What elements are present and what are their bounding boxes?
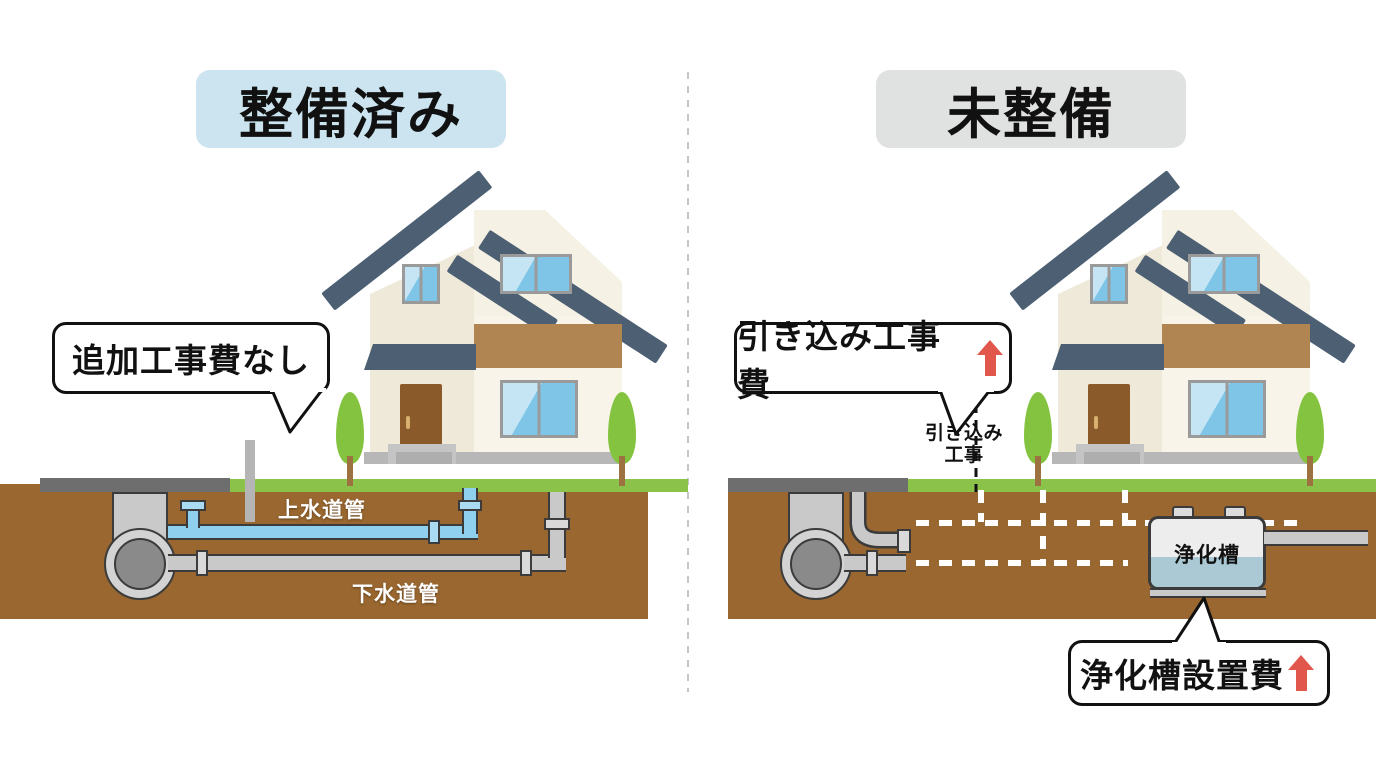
window-upper-right: [500, 254, 572, 294]
sewer-riser-collar: [544, 518, 570, 530]
callout-connection-cost-text: 引き込み工事費: [737, 317, 941, 404]
road-surface-right: [728, 478, 908, 492]
balcony-band: [1162, 324, 1310, 368]
tree-right-2: [1296, 392, 1324, 486]
entry-steps-lower: [396, 452, 452, 464]
mini-label-line1: 引き込み: [924, 422, 1003, 444]
callout-tail-left: [270, 388, 326, 434]
sewer-pipe-collar-1: [196, 550, 208, 576]
callout-connection-cost: 引き込み工事費: [734, 317, 1012, 404]
dashed-riser-2: [1040, 490, 1046, 566]
tree-right-1: [1024, 392, 1052, 486]
callout-septic-install-cost-text: 浄化槽設置費: [1080, 656, 1284, 695]
tree-left-1: [336, 392, 364, 486]
manhole-cover-right: [790, 538, 842, 590]
arrow-up-red-icon-2: [1288, 655, 1314, 691]
header-badge-developed: 整備済み: [196, 70, 506, 148]
septic-tank-label: 浄化槽: [1174, 543, 1240, 567]
water-riser-left: [462, 488, 478, 534]
label-sewer-pipe: 下水道管: [352, 582, 440, 606]
manhole-cover-left: [114, 538, 166, 590]
water-stub-collar: [180, 500, 206, 511]
callout-no-extra-cost: 追加工事費なし: [52, 322, 330, 394]
window-lower-right: [1188, 380, 1266, 438]
water-pipe-collar-1: [428, 520, 440, 544]
arrow-up-red-icon: [977, 340, 1003, 376]
window-lower-right: [500, 380, 578, 438]
panel-developed: 上水道管 下水道管 追加工事費なし: [0, 170, 688, 619]
dashed-lower-return: [916, 560, 1044, 566]
water-stub-curve-right: [849, 492, 911, 553]
window-upper-left: [402, 264, 440, 304]
septic-nozzle-2: [1224, 506, 1246, 516]
water-riser-collar: [458, 500, 482, 511]
callout-tail-right-top: [938, 388, 994, 436]
door-knob-icon: [406, 416, 410, 429]
water-main-pipe-left: [168, 524, 478, 540]
sewer-stub-collar: [866, 550, 878, 576]
window-upper-left: [1090, 264, 1128, 304]
panel-undeveloped: [688, 0, 1376, 768]
entry-steps-lower: [1084, 452, 1140, 464]
dashed-riser-1: [978, 490, 984, 522]
septic-outlet-pipe: [1264, 530, 1368, 546]
label-water-pipe: 上水道管: [278, 498, 366, 522]
tree-left-2: [608, 392, 636, 486]
road-surface-left: [40, 478, 230, 492]
septic-tank: 浄化槽: [1148, 516, 1266, 590]
mini-label-connection-work: 引き込み 工事: [912, 422, 1016, 467]
panel-divider: [687, 72, 689, 692]
dashed-missing-water-line: [916, 520, 1306, 526]
septic-water-level: [1151, 557, 1263, 587]
grass-strip-left: [228, 479, 688, 492]
callout-no-extra-cost-text: 追加工事費なし: [72, 341, 310, 380]
septic-base-pipe: [1150, 588, 1266, 598]
mini-label-line2: 工事: [944, 444, 984, 467]
callout-tail-right-bottom: [1172, 596, 1226, 648]
house-left: [321, 170, 668, 486]
septic-nozzle-1: [1172, 506, 1194, 516]
sewer-main-pipe-left: [168, 554, 566, 572]
porch-roof: [1052, 344, 1164, 370]
header-badge-undeveloped: 未整備: [876, 70, 1186, 148]
house-right: [1009, 170, 1356, 486]
dashed-riser-3: [1122, 490, 1128, 528]
grass-strip-right: [906, 479, 1376, 492]
door-knob-icon: [1094, 416, 1098, 429]
service-post-left: [245, 440, 255, 522]
callout-septic-install-cost: 浄化槽設置費: [1068, 640, 1330, 706]
porch-roof: [364, 344, 476, 370]
balcony-band: [474, 324, 622, 368]
window-upper-right: [1188, 254, 1260, 294]
sewer-pipe-collar-2: [520, 550, 532, 576]
